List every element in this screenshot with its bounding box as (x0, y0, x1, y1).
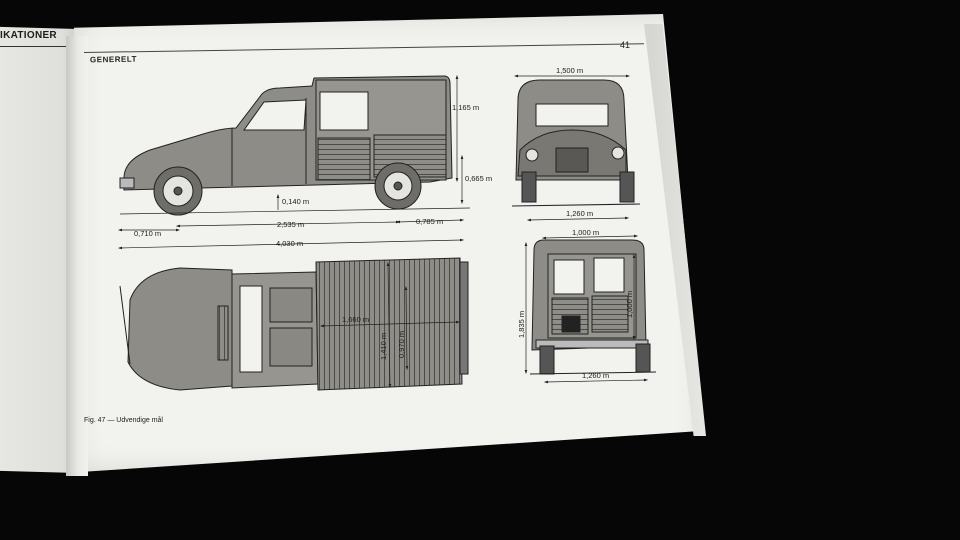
left-section-header: IKATIONER (0, 30, 57, 41)
dim-cargo-width-inner: 0,970 m (397, 331, 406, 358)
dim-rear-overhang: 0,785 m (416, 217, 443, 226)
front-view (511, 79, 641, 207)
dim-ground-clearance: 0,140 m (282, 197, 309, 206)
rear-view (529, 239, 657, 375)
dim-front-track: 1,260 m (566, 209, 593, 218)
side-view (119, 75, 453, 216)
dim-front-overhang: 0,710 m (134, 229, 161, 238)
figure-caption: Fig. 47 — Udvendige mål (84, 417, 163, 424)
dim-rear-door-width: 1,000 m (572, 228, 599, 237)
dim-wheelbase: 2,535 m (277, 220, 304, 229)
dim-front-width: 1,500 m (556, 66, 583, 75)
dim-overall-height: 1,835 m (517, 311, 526, 338)
dim-overall-length: 4,030 m (276, 239, 303, 248)
dim-rear-track: 1,260 m (582, 371, 609, 380)
dim-side-height: 1,165 m (452, 103, 479, 112)
dim-cargo-width-outer: 1,410 m (379, 333, 388, 360)
side-dimension-lines (117, 74, 471, 250)
front-dimension-lines (513, 74, 631, 222)
top-view (119, 257, 469, 391)
dim-side-rear-height: 0,665 m (465, 174, 492, 183)
rear-dimension-lines (524, 234, 649, 384)
page-number: 41 (620, 40, 631, 50)
top-dimension-lines (319, 261, 461, 389)
dim-rear-door-height: 1,000 m (625, 291, 634, 318)
book-gutter (66, 36, 88, 476)
left-header-rule (0, 46, 78, 47)
dim-cargo-length: 1,660 m (342, 315, 369, 324)
